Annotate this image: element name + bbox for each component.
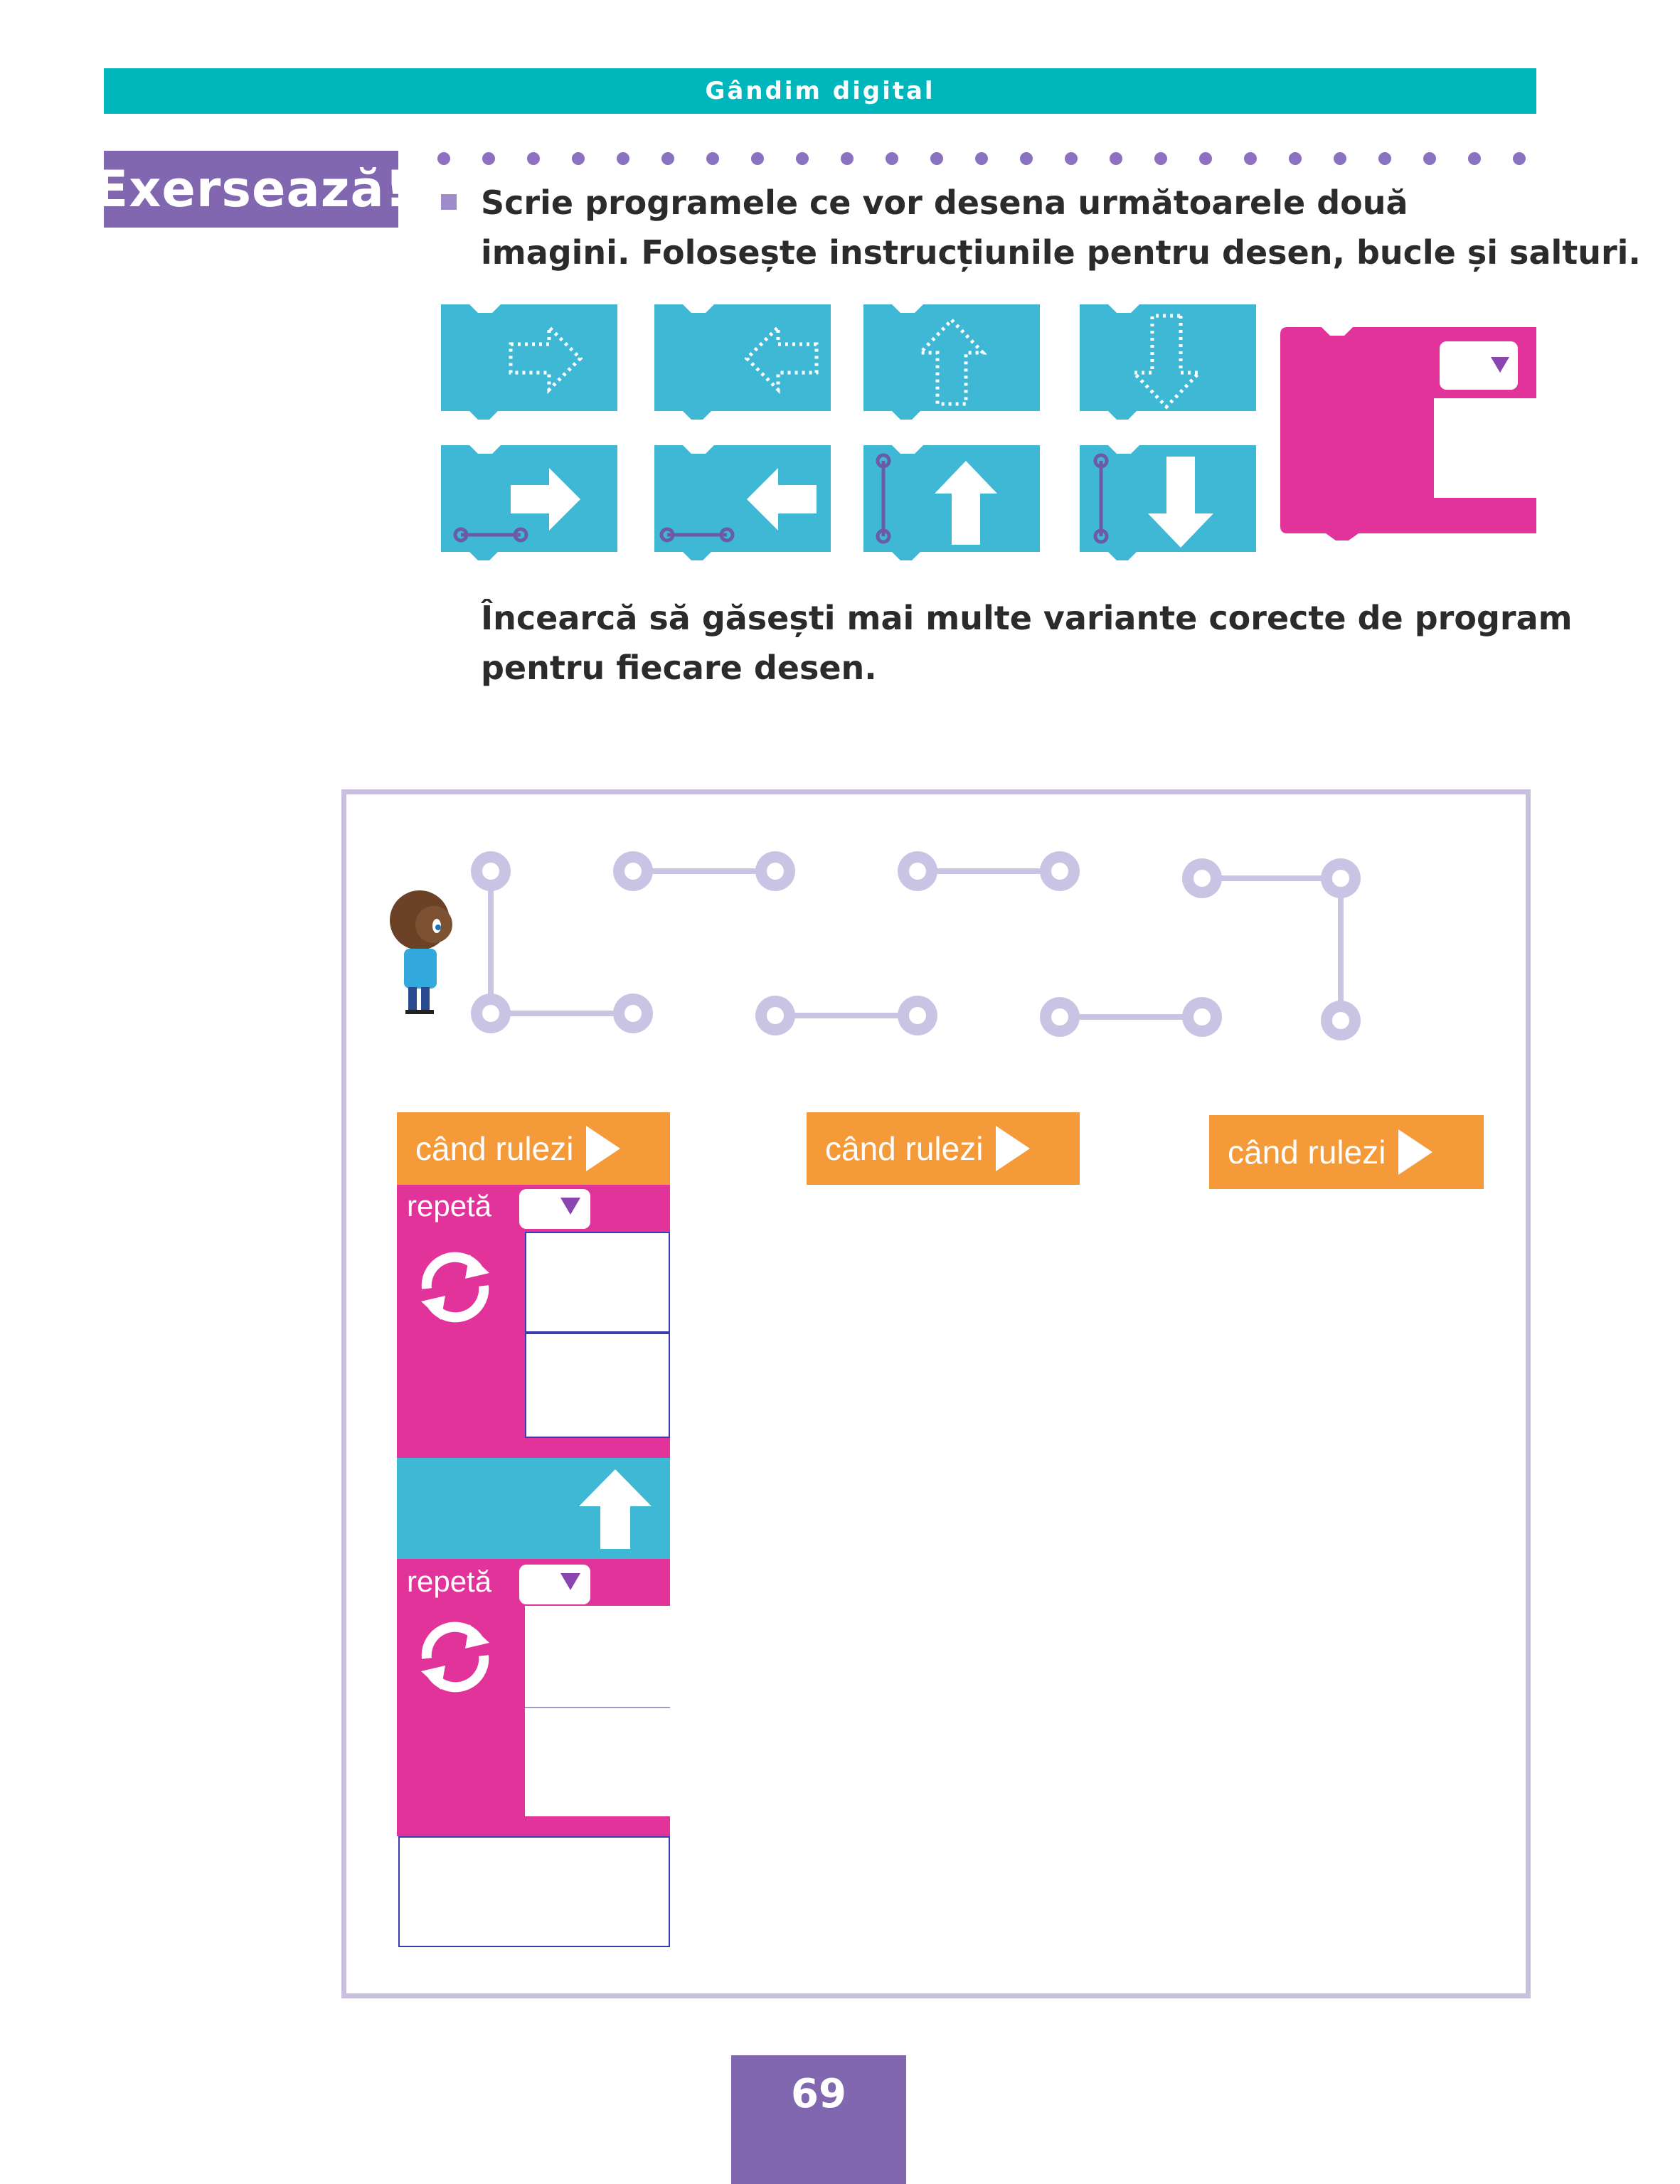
dotted-divider [437, 152, 1526, 165]
when-run-label: când rulezi [415, 1130, 574, 1167]
when-run-label: când rulezi [1228, 1134, 1386, 1171]
arrow-down-dotted-icon [1080, 304, 1256, 420]
section-header: Gândim digital [104, 68, 1536, 114]
hint-line-2: pentru fiecare desen. [481, 649, 877, 687]
chevron-down-icon [560, 1198, 580, 1215]
arrow-left-dotted-icon [654, 304, 831, 420]
exercise-frame [341, 789, 1531, 1998]
empty-slot[interactable] [525, 1606, 670, 1707]
arrow-right-dotted-icon [441, 304, 617, 420]
repeat-count-dropdown-1[interactable] [519, 1189, 590, 1229]
repeat-count-dropdown-2[interactable] [519, 1565, 590, 1604]
target-drawing [471, 851, 1361, 1040]
instruction-line-2: imagini. Folosește instrucțiunile pentru… [481, 233, 1641, 272]
repeat-icon [421, 1621, 489, 1693]
repeat-block-1-footer [397, 1438, 670, 1458]
play-icon [586, 1126, 621, 1171]
arrow-down-jump-icon [1080, 445, 1256, 560]
arrow-up-icon [579, 1469, 652, 1549]
empty-slot[interactable] [525, 1707, 670, 1816]
empty-slot[interactable] [525, 1333, 670, 1438]
exercise-badge: Exersează! [94, 151, 408, 228]
hint-line-1: Încearcă să găsești mai multe variante c… [481, 599, 1573, 637]
arrow-right-jump-icon [441, 445, 617, 560]
play-icon [1398, 1129, 1433, 1175]
arrow-up-dotted-icon [863, 304, 1040, 420]
page-number: 69 [731, 2055, 906, 2184]
repeat-icon [421, 1252, 489, 1323]
repeat-label: repetă [407, 1565, 492, 1598]
arrow-left-jump-icon [654, 445, 831, 560]
repeat-block-2-side [397, 1606, 525, 1833]
arrow-up-jump-icon [863, 445, 1040, 560]
when-run-label: când rulezi [825, 1130, 984, 1167]
chevron-down-icon [560, 1573, 580, 1590]
empty-slot[interactable] [398, 1836, 670, 1947]
repeat-block-icon [1280, 327, 1536, 540]
character-icon [390, 890, 452, 1014]
repeat-label: repetă [407, 1189, 492, 1222]
play-icon [996, 1126, 1031, 1171]
bullet-square-icon [441, 194, 457, 210]
when-run-block-2: când rulezi [807, 1112, 1080, 1185]
when-run-block-3: când rulezi [1209, 1115, 1484, 1189]
instruction-line-1: Scrie programele ce vor desena următoare… [481, 183, 1408, 222]
repeat-block-1-side [397, 1232, 525, 1452]
repeat-block-2-footer [397, 1815, 670, 1836]
when-run-block-1: când rulezi [397, 1112, 670, 1185]
empty-slot[interactable] [525, 1232, 670, 1333]
